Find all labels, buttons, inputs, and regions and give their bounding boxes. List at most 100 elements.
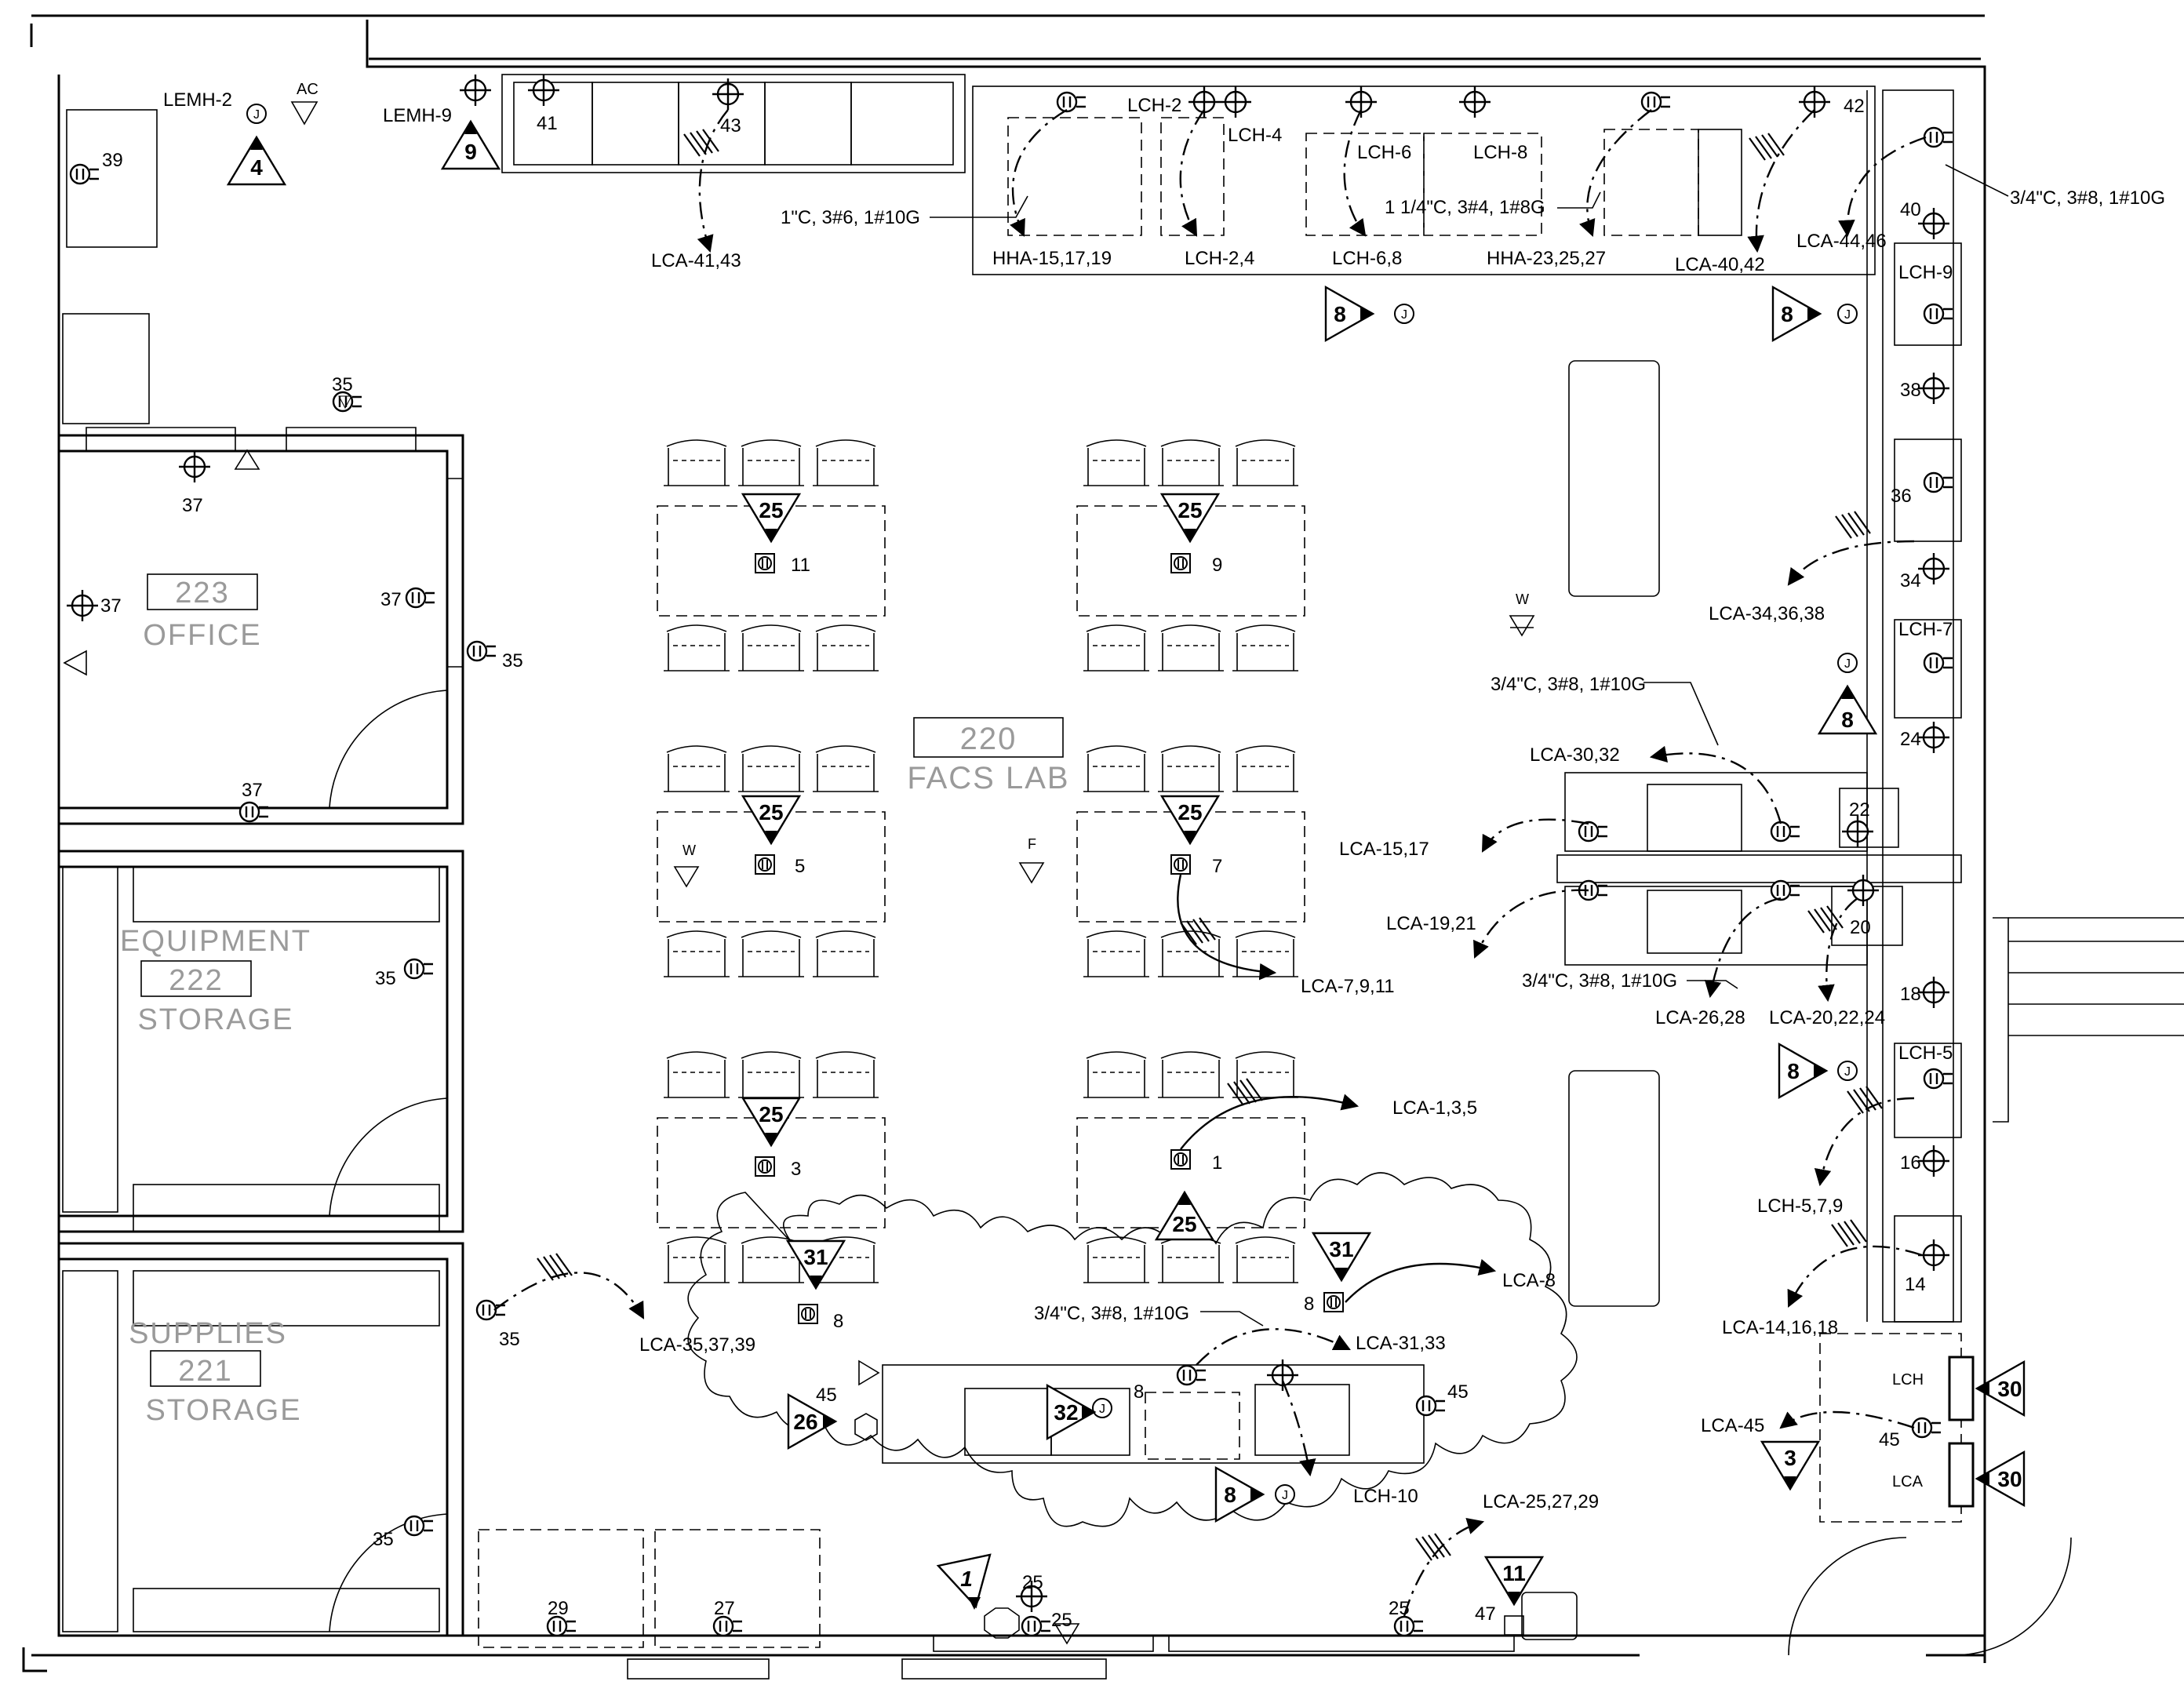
homerun-hha-23: HHA-23,25,27 xyxy=(1487,248,1606,269)
note-conduit-34-d: 3/4"C, 3#8, 1#10G xyxy=(1034,1303,1189,1324)
tag-lch-5: LCH-5 xyxy=(1898,1043,1953,1064)
circuit-c41: 41 xyxy=(537,113,558,134)
keynote-25b: 25 xyxy=(1178,498,1202,522)
conduit-notes: 1"C, 3#6, 1#10G 1 1/4"C, 3#4, 1#8G 3/4"C… xyxy=(781,187,2165,1324)
keynote-4: 4 xyxy=(250,155,263,180)
tag-lch: LCH xyxy=(1892,1371,1924,1388)
circuit-c25b: 25 xyxy=(1051,1610,1072,1631)
circuit-c35c: 35 xyxy=(375,968,396,989)
lab-tables xyxy=(657,440,1305,1283)
room-name-facs: FACS LAB xyxy=(907,761,1069,795)
circuit-c22: 22 xyxy=(1849,799,1870,821)
tag-lemh-9: LEMH-9 xyxy=(383,105,452,126)
homerun-lca-14: LCA-14,16,18 xyxy=(1722,1317,1838,1338)
tag-ac: AC xyxy=(297,81,318,98)
homerun-labels: LCA-41,43 HHA-15,17,19 LCH-2,4 LCH-6,8 H… xyxy=(639,231,1887,1512)
homerun-lca-30: LCA-30,32 xyxy=(1530,744,1620,766)
keynote-30b: 30 xyxy=(1997,1467,2022,1491)
casework xyxy=(62,74,1975,1680)
room-suffix-supplies: STORAGE xyxy=(145,1394,301,1427)
circuit-c35d: 35 xyxy=(499,1329,520,1350)
revision-cloud xyxy=(687,1172,1578,1527)
keynote-11: 11 xyxy=(1502,1561,1526,1585)
note-conduit-34-c: 3/4"C, 3#8, 1#10G xyxy=(1522,970,1677,992)
tag-lemh-2: LEMH-2 xyxy=(163,89,232,111)
homerun-lca-1: LCA-1,3,5 xyxy=(1392,1097,1477,1119)
note-conduit-34-a: 3/4"C, 3#8, 1#10G xyxy=(2010,187,2165,209)
circuit-c37b: 37 xyxy=(100,595,122,617)
device-symbols xyxy=(63,73,1954,1645)
tag-lch-7: LCH-7 xyxy=(1898,619,1953,640)
circuit-c35b: 35 xyxy=(502,650,523,671)
keynote-8e: 8 xyxy=(1224,1483,1236,1507)
equipment-tags: LEMH-2 AC LEMH-9 LCH-2 LCH-4 LCH-6 LCH-8… xyxy=(163,81,1953,1490)
circuit-c8c: 8 xyxy=(1134,1381,1144,1403)
keynote-9: 9 xyxy=(464,140,477,164)
homerun-lca-15: LCA-15,17 xyxy=(1339,839,1429,860)
circuit-c45b: 45 xyxy=(1447,1381,1469,1403)
circuit-c20: 20 xyxy=(1850,917,1871,938)
circuit-c37d: 37 xyxy=(242,780,263,801)
keynote-25f: 25 xyxy=(1172,1212,1196,1236)
homerun-lca-41-43: LCA-41,43 xyxy=(651,250,741,271)
circuit-c27: 27 xyxy=(714,1598,735,1619)
homerun-hha-15: HHA-15,17,19 xyxy=(992,248,1112,269)
homerun-lch-5-7-9: LCH-5,7,9 xyxy=(1757,1196,1843,1217)
circuit-c25a: 25 xyxy=(1022,1572,1043,1593)
keynote-25c: 25 xyxy=(759,800,783,824)
keynote-markers: 4 9 8 8 8 8 8 25 25 25 25 25 25 31 31 26… xyxy=(227,120,2026,1610)
homerun-lch-2-4: LCH-2,4 xyxy=(1185,248,1254,269)
room-name-office: OFFICE xyxy=(143,619,261,652)
circuit-c37a: 37 xyxy=(182,495,203,516)
circuit-c45a: 45 xyxy=(816,1385,837,1406)
circuit-c29: 29 xyxy=(548,1598,569,1619)
circuit-c14: 14 xyxy=(1905,1274,1926,1295)
circuit-c35e: 35 xyxy=(373,1529,394,1550)
room-number-facs: 220 xyxy=(960,722,1017,756)
tag-lca: LCA xyxy=(1892,1473,1924,1490)
circuit-c9: 9 xyxy=(1212,555,1222,576)
circuit-c36: 36 xyxy=(1891,486,1912,507)
keynote-25e: 25 xyxy=(759,1102,783,1126)
homerun-lca-44-46: LCA-44,46 xyxy=(1796,231,1887,252)
circuit-c38: 38 xyxy=(1900,380,1921,401)
keynote-8c: 8 xyxy=(1841,708,1854,732)
tag-lch-2: LCH-2 xyxy=(1127,95,1181,116)
homerun-lca-20: LCA-20,22,24 xyxy=(1769,1007,1885,1028)
homerun-lca-34: LCA-34,36,38 xyxy=(1709,603,1825,624)
room-name-supplies: SUPPLIES xyxy=(129,1317,287,1350)
keynote-31b: 31 xyxy=(1329,1237,1353,1261)
circuit-c3: 3 xyxy=(791,1159,801,1180)
circuit-c47: 47 xyxy=(1475,1603,1496,1625)
circuit-c42: 42 xyxy=(1844,96,1865,117)
circuit-c8b: 8 xyxy=(1304,1294,1314,1315)
room-name-equipment: EQUIPMENT xyxy=(120,925,311,958)
tag-lch-4: LCH-4 xyxy=(1228,125,1282,146)
room-labels: 223 OFFICE EQUIPMENT 222 STORAGE SUPPLIE… xyxy=(120,573,1069,1427)
keynote-26: 26 xyxy=(793,1410,817,1434)
circuit-c34: 34 xyxy=(1900,570,1921,591)
circuit-c11: 11 xyxy=(791,555,810,576)
note-conduit-34-b: 3/4"C, 3#8, 1#10G xyxy=(1491,674,1646,695)
homerun-lca-40-42: LCA-40,42 xyxy=(1675,254,1765,275)
note-conduit-1in: 1"C, 3#6, 1#10G xyxy=(781,207,920,228)
circuit-c35a: 35 xyxy=(332,374,353,395)
keynote-1: 1 xyxy=(960,1567,973,1591)
tag-lch-9: LCH-9 xyxy=(1898,262,1953,283)
circuit-numbers: 3 9 35 37 37 37 35 37 35 35 35 41 4 3 42 4… xyxy=(100,96,1926,1631)
keynote-3: 3 xyxy=(1784,1446,1796,1470)
note-conduit-114: 1 1/4"C, 3#4, 1#8G xyxy=(1385,197,1545,218)
room-number-equipment: 222 xyxy=(169,964,223,997)
homerun-lca-35: LCA-35,37,39 xyxy=(639,1334,755,1356)
keynote-8b: 8 xyxy=(1781,302,1793,326)
leader-lines xyxy=(930,164,2009,1327)
homerun-lca-45: LCA-45 xyxy=(1701,1415,1764,1436)
circuit-c45c: 45 xyxy=(1879,1429,1900,1450)
circuit-c37c: 37 xyxy=(380,589,402,610)
homerun-lca-7: LCA-7,9,11 xyxy=(1301,976,1395,997)
room-number-office: 223 xyxy=(175,577,229,610)
keynote-30a: 30 xyxy=(1997,1377,2022,1401)
circuit-c5: 5 xyxy=(795,856,805,877)
keynote-8a: 8 xyxy=(1334,302,1346,326)
